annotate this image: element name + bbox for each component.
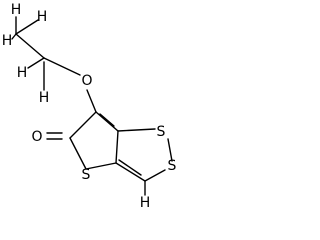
bond-layer bbox=[11, 16, 173, 196]
bond-ch3-ch2 bbox=[15, 33, 45, 59]
bond-ch2-o bbox=[43, 57, 81, 76]
bond-o-c5 bbox=[86, 89, 97, 113]
atom-h1: H bbox=[11, 2, 22, 18]
bond-c6-s1 bbox=[117, 128, 156, 132]
atom-h3: H bbox=[37, 9, 48, 25]
bond-c1-h3 bbox=[15, 19, 39, 35]
bond-ch2-h4b bbox=[27, 57, 45, 69]
atom-h4: H bbox=[17, 65, 28, 81]
bond-c6-c5 bbox=[95, 111, 119, 132]
atom-o-carbonyl: O bbox=[31, 129, 42, 145]
atom-o-ether: O bbox=[81, 73, 92, 89]
atom-h5: H bbox=[39, 90, 50, 106]
atom-h2: H bbox=[2, 33, 13, 49]
bond-c7-c3 bbox=[115, 162, 146, 182]
bond-c7-c3-double bbox=[118, 159, 142, 176]
bond-c5-c4 bbox=[69, 111, 97, 139]
bond-s1-s2 bbox=[167, 138, 173, 162]
bond-c1-h2 bbox=[11, 33, 17, 40]
atom-h-ring: H bbox=[140, 195, 151, 211]
atom-labels: H H H H H O O S S S H bbox=[2, 2, 177, 211]
atom-s-dithiole-1: S bbox=[157, 124, 166, 140]
atom-s-ring: S bbox=[82, 167, 91, 183]
bond-s-c3 bbox=[85, 162, 117, 170]
bond-c4-s bbox=[69, 137, 87, 170]
bond-c3-c6 bbox=[115, 130, 119, 164]
bond-s2-c7 bbox=[144, 169, 166, 182]
atom-s-dithiole-2: S bbox=[168, 158, 177, 174]
bond-c6-c5-double bbox=[99, 113, 115, 127]
structure-diagram: H H H H H O O S S S H bbox=[2, 2, 177, 211]
